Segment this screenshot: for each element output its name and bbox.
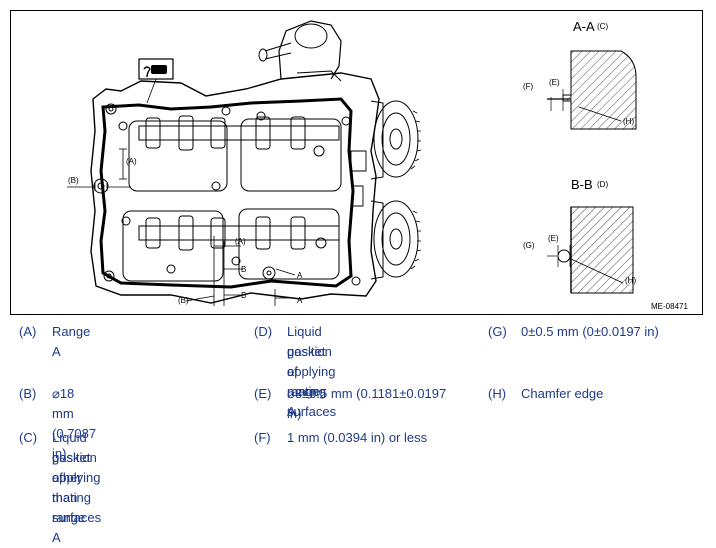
section-aa-ref: (C) [597,22,608,31]
legend-desc-e-2: in) [287,406,302,421]
label-g: (G) [523,241,535,250]
section-arrow-b-1: B [241,265,246,274]
legend-desc-b: ⌀18 mm (0.7087 in) [52,386,97,461]
label-e-bb: (E) [548,234,559,243]
section-bb-title: B-B [571,177,593,192]
legend-code-a: (A) [19,324,37,339]
legend-code-d: (D) [254,324,273,339]
leader-lines [67,148,296,306]
legend-desc-d-3: of range A [287,364,321,419]
label-e-aa: (E) [549,78,560,87]
legend-desc-d-1: Liquid gasket applying [287,324,336,379]
liquid-gasket-tube-icon [138,58,174,104]
label-a-lower: (A) [235,237,246,246]
section-bb: B-B (D) (G) (E) (H) [523,177,636,294]
legend-code-b: (B) [19,386,37,401]
section-bb-ref: (D) [597,180,608,189]
label-f: (F) [523,82,534,91]
legend-code-c: (C) [19,430,38,445]
section-arrow-a-1: A [297,271,303,280]
legend-desc-h: Chamfer edge [521,386,604,401]
figure-ref-code: ME-08471 [651,302,688,311]
label-a-upper: (A) [126,157,137,166]
legend: (A) Range A (B) ⌀18 mm (0.7087 in) (C) L… [0,318,716,545]
legend-desc-d-2: position of mating surfaces [287,344,337,419]
legend-desc-a: Range A [52,324,91,359]
label-b-left: (B) [68,176,79,185]
legend-code-h: (H) [488,386,507,401]
section-arrow-a-2: A [297,296,303,305]
section-aa: A-A (C) (F) (E) (H) [523,19,637,130]
section-arrow-b-2: B [241,291,246,300]
label-b-bottom: (B) [178,296,189,305]
diagram-figure: (A) (B) (A) (B) B B A A A-A (C) (F) (E) … [10,10,703,315]
legend-desc-c-1: Liquid gasket applying [52,430,101,485]
legend-desc-g: 0±0.5 mm (0±0.0197 in) [521,324,659,339]
legend-code-f: (F) [254,430,271,445]
legend-desc-e-1: ⌀3±0.5 mm (0.1181±0.0197 [287,386,447,401]
label-h-bb: (H) [625,276,636,285]
legend-code-g: (G) [488,324,507,339]
label-h-aa: (H) [623,117,634,126]
legend-code-e: (E) [254,386,272,401]
legend-desc-f: 1 mm (0.0394 in) or less [287,430,428,445]
legend-desc-c-3: other than range A [52,470,86,545]
section-aa-title: A-A [573,19,595,34]
